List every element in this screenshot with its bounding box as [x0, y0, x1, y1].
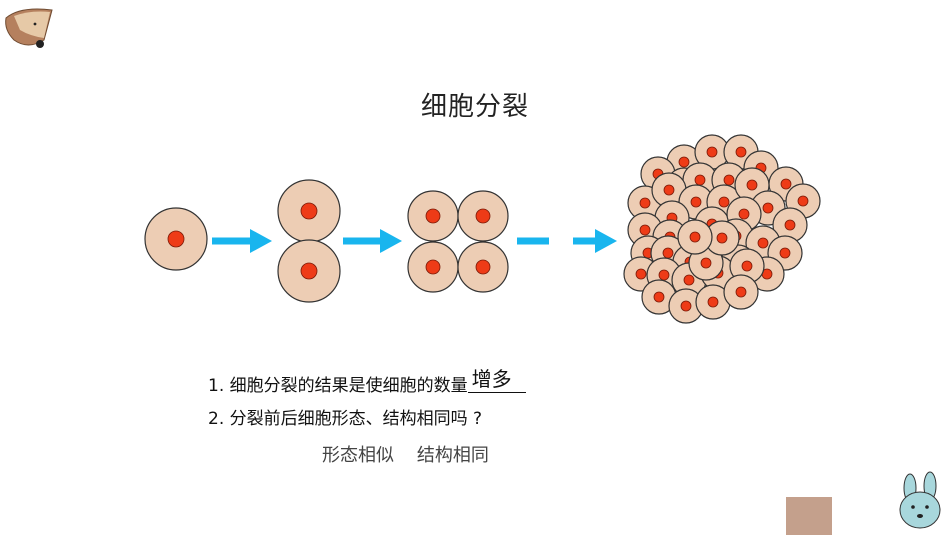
decorative-box	[786, 497, 832, 535]
cell-stage-3	[457, 190, 509, 242]
cell-stage-4	[704, 220, 740, 256]
question-2: 2. 分裂前后细胞形态、结构相同吗 ?	[208, 404, 482, 429]
question-1: 1. 细胞分裂的结果是使细胞的数量增多	[208, 367, 526, 398]
cell-stage-3	[407, 190, 459, 242]
question-2-text: 2. 分裂前后细胞形态、结构相同吗 ?	[208, 409, 483, 429]
arrow-right-icon	[343, 229, 402, 253]
hedgehog-icon	[5, 8, 53, 48]
cell-stage-4	[767, 235, 803, 271]
arrow-right-icon	[517, 229, 617, 253]
cell-stage-2	[277, 179, 341, 243]
cell-stage-4	[677, 219, 713, 255]
cell-stage-4	[723, 274, 759, 310]
cell-stage-3	[457, 241, 509, 293]
cell-stage-1	[144, 207, 208, 271]
bunny-icon	[899, 471, 941, 529]
cell-stage-2	[277, 239, 341, 303]
cell-stage-4	[729, 248, 765, 284]
question-1-text: 1. 细胞分裂的结果是使细胞的数量	[208, 376, 468, 396]
cell-stage-3	[407, 241, 459, 293]
question-2-answer: 形态相似 结构相同	[322, 445, 489, 466]
question-1-answer: 增多	[467, 363, 526, 393]
slide-title: 细胞分裂	[420, 92, 529, 122]
arrow-right-icon	[212, 229, 272, 253]
